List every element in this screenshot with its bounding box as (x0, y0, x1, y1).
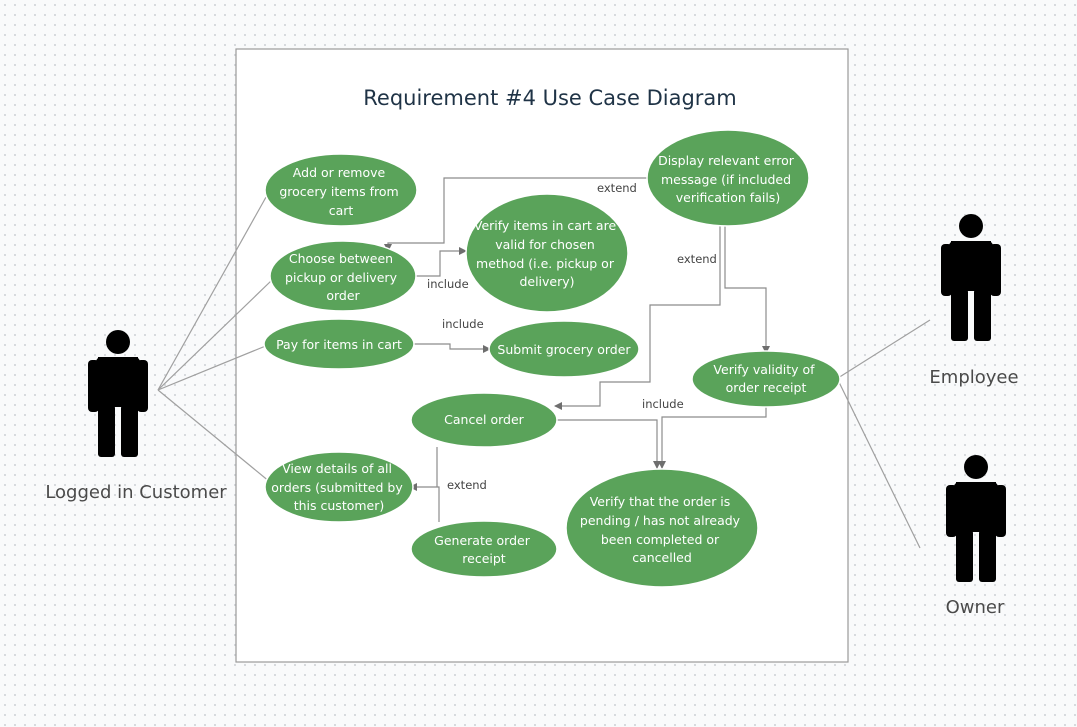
assoc-customer-view-details (157, 389, 271, 483)
actor-label: Employee (929, 367, 1018, 388)
relationship-connectors (384, 177, 770, 522)
diagram-title: Requirement #4 Use Case Diagram (363, 86, 737, 110)
use-case-label: Add or remove grocery items from cart (279, 165, 402, 218)
connector-include-receipt-to-pending (658, 405, 767, 469)
use-case-label: Cancel order (444, 412, 525, 427)
connector-include-pay-to-submit (410, 343, 491, 353)
relationship-labels: extend include include extend include ex… (427, 181, 717, 492)
actor-logged-in-customer[interactable]: Logged in Customer (45, 330, 227, 503)
use-case-label: Display relevant error message (if inclu… (658, 153, 798, 205)
use-case-submit-grocery-order[interactable]: Submit grocery order (488, 320, 640, 378)
connector-error-to-verify-receipt (724, 224, 770, 354)
actor-label: Owner (946, 597, 1005, 618)
use-case-verify-order-pending[interactable]: Verify that the order is pending / has n… (565, 468, 759, 588)
assoc-customer-choose (157, 279, 273, 391)
use-case-label: Generate order receipt (434, 533, 534, 566)
person-icon (88, 330, 148, 457)
use-case-choose-pickup-delivery[interactable]: Choose between pickup or delivery order (269, 240, 417, 312)
assoc-employee-verify-receipt (837, 319, 931, 379)
use-case-verify-cart-items[interactable]: Verify items in cart are valid for chose… (465, 193, 629, 313)
use-case-generate-order-receipt[interactable]: Generate order receipt (410, 520, 558, 578)
use-case-cancel-order[interactable]: Cancel order (410, 392, 558, 448)
use-case-label: Verify items in cart are valid for chose… (474, 218, 620, 289)
assoc-owner-verify-receipt (835, 375, 921, 549)
person-icon (946, 455, 1006, 582)
connector-extend-generate-to-view (409, 483, 440, 522)
use-case-label: Pay for items in cart (276, 337, 402, 352)
label-include-pay-submit: include (442, 317, 484, 331)
connector-include-cancel-to-pending (555, 419, 661, 469)
use-case-view-order-details[interactable]: View details of all orders (submitted by… (264, 451, 414, 523)
assoc-customer-add-remove (157, 189, 271, 391)
use-case-display-error-message[interactable]: Display relevant error message (if inclu… (646, 129, 810, 227)
use-case-label: View details of all orders (submitted by… (271, 461, 406, 513)
use-case-label: Submit grocery order (497, 342, 631, 357)
actor-owner[interactable]: Owner (946, 455, 1006, 618)
use-case-add-remove-items[interactable]: Add or remove grocery items from cart (264, 153, 418, 227)
label-include-to-pending: include (642, 397, 684, 411)
actor-associations (157, 189, 931, 549)
label-extend-error-choose: extend (597, 181, 637, 195)
label-include-choose-verify: include (427, 277, 469, 291)
label-extend-generate-view: extend (447, 478, 487, 492)
connector-extend-error-to-cancel (554, 224, 721, 410)
use-case-label: Verify that the order is pending / has n… (580, 494, 744, 565)
assoc-customer-pay (157, 344, 269, 391)
use-case-pay-for-items[interactable]: Pay for items in cart (263, 318, 415, 370)
actor-employee[interactable]: Employee (929, 214, 1019, 388)
connector-extend-error-to-choose (384, 177, 652, 252)
use-case-label: Choose between pickup or delivery order (285, 251, 401, 303)
label-extend-error-cancel: extend (677, 252, 717, 266)
actor-label: Logged in Customer (45, 482, 227, 503)
use-case-label: Verify validity of order receipt (713, 362, 818, 395)
connector-include-choose-to-verify (410, 247, 467, 277)
person-icon (941, 214, 1001, 341)
use-case-verify-order-receipt[interactable]: Verify validity of order receipt (691, 350, 841, 408)
